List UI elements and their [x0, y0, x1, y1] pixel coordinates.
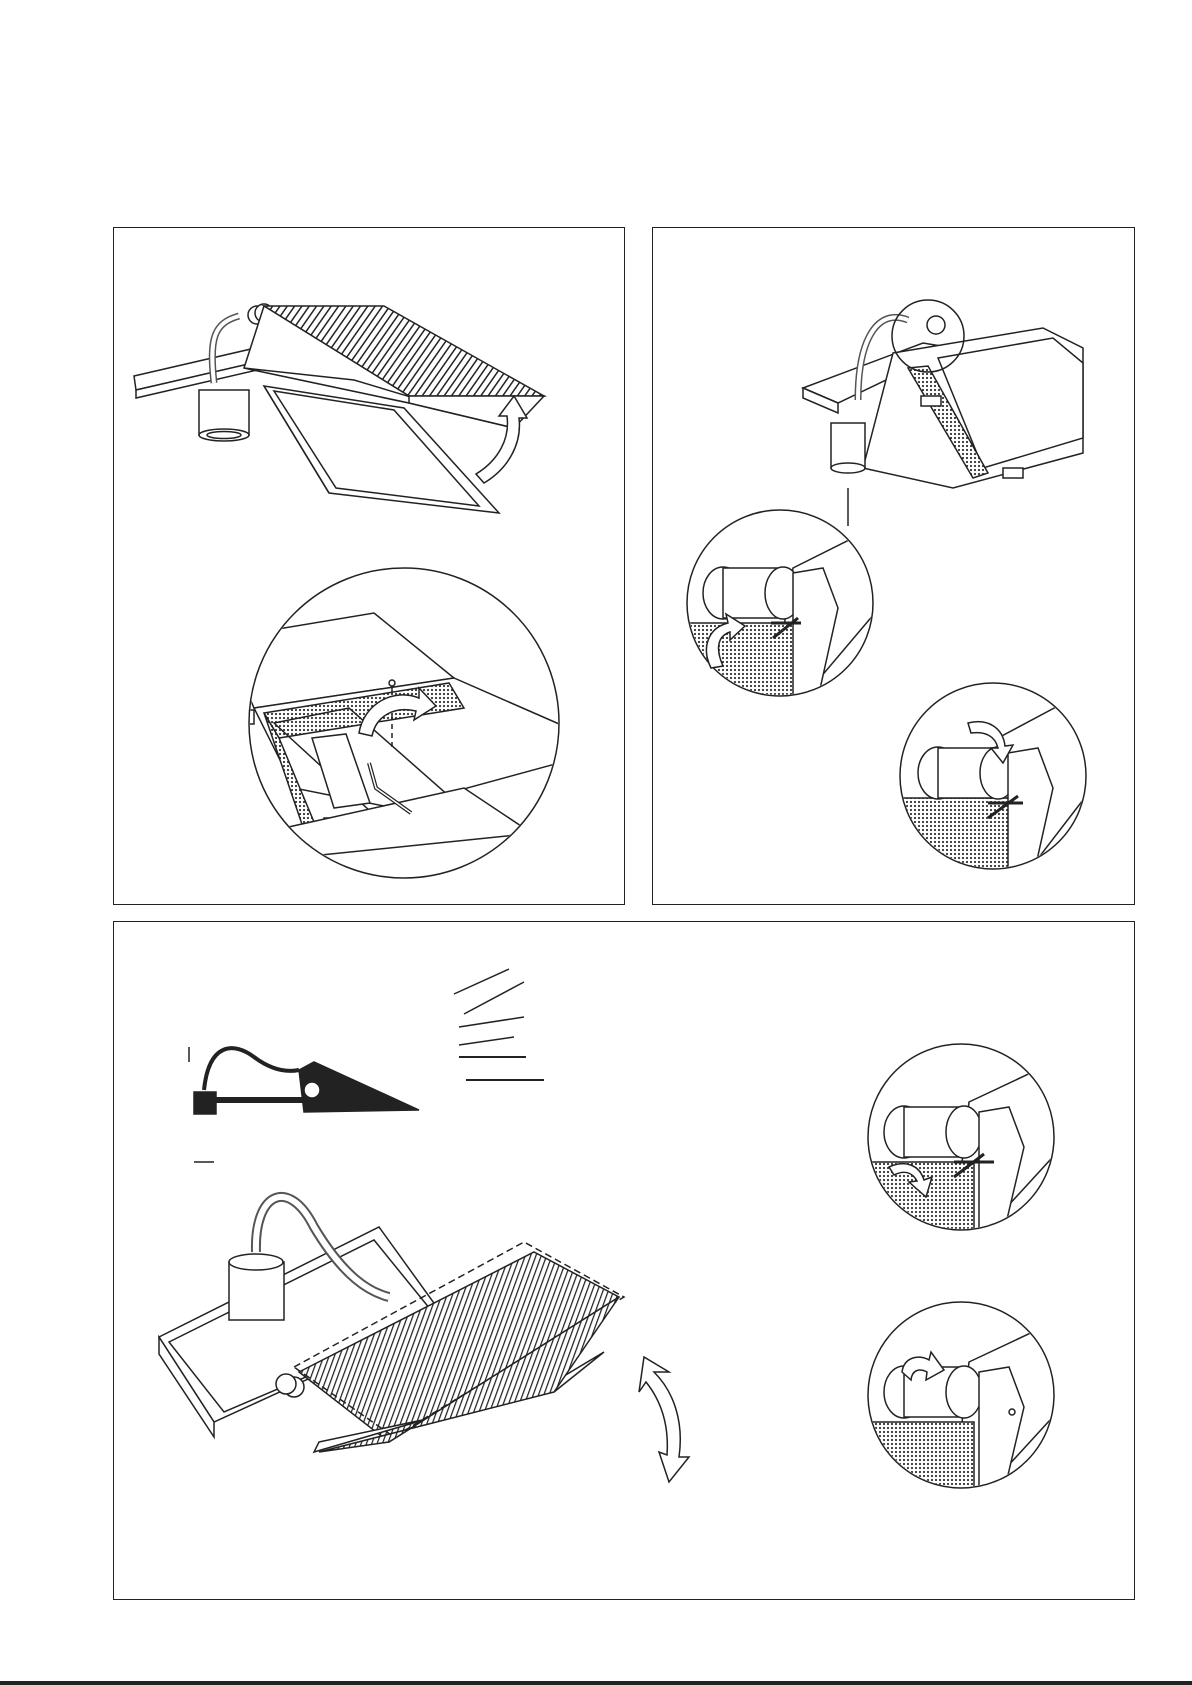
detail-circle-hatch-screw [194, 568, 614, 906]
light-rays-icon [454, 969, 544, 1080]
mounting-bracket [134, 304, 273, 441]
illustration-luminaire-open [114, 228, 626, 906]
luminaire-top-view [803, 300, 1083, 526]
panel-open-hatch [113, 227, 625, 905]
illustration-tilt-adjustment [114, 922, 1136, 1601]
detail-circle-loosen [683, 510, 913, 743]
double-curved-arrow-icon [639, 1357, 689, 1482]
page-bottom-rule [0, 1681, 1192, 1685]
side-profile-sketch [189, 1047, 419, 1162]
detail-circle-loosen [864, 1044, 1094, 1272]
panel-tilt-adjust [113, 921, 1135, 1600]
panel-pivot-adjust [652, 227, 1135, 905]
luminaire-tilted [159, 1197, 624, 1452]
detail-circle-tighten [893, 683, 1123, 906]
detail-circle-tighten [864, 1302, 1094, 1532]
illustration-pivot-screws [653, 228, 1136, 906]
